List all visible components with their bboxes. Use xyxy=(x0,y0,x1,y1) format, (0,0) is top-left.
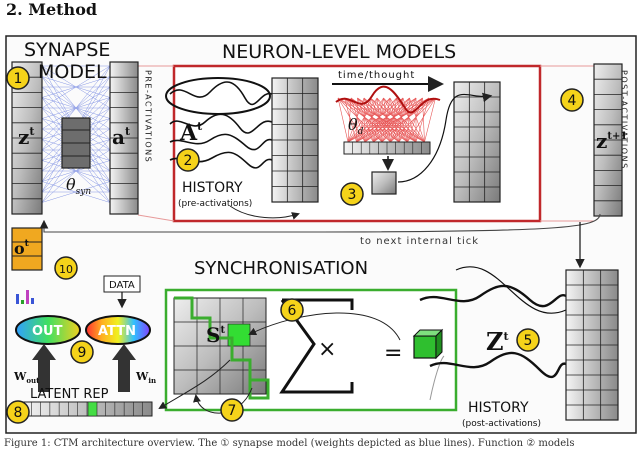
latent-rep-label: LATENT REP xyxy=(30,387,109,402)
w-out-arrow xyxy=(32,344,56,392)
step-number: 6 xyxy=(288,303,297,319)
step-badge-3: 3 xyxy=(340,182,364,206)
step-number: 8 xyxy=(14,405,23,421)
step-number: 4 xyxy=(568,93,577,109)
o-t-column xyxy=(11,227,43,271)
sync-output-cube xyxy=(413,335,437,359)
data-label: DATA xyxy=(109,280,135,291)
step-number: 10 xyxy=(59,263,73,276)
bar-chart-icon xyxy=(16,290,34,304)
selected-history-ellipse xyxy=(165,77,271,115)
step-badge-6: 6 xyxy=(280,298,304,322)
model-title: MODEL xyxy=(38,61,107,83)
post-history-tall-grid xyxy=(565,269,619,421)
synapse-title: SYNAPSE xyxy=(24,39,110,61)
step-number: 5 xyxy=(524,333,533,349)
step-badge-10: 10 xyxy=(54,256,78,280)
step-badge-9: 9 xyxy=(70,340,94,364)
attn-label: ATTN xyxy=(98,324,136,339)
sync-title: SYNCHRONISATION xyxy=(194,258,368,279)
post-history-grid xyxy=(453,81,501,203)
time-thought-label: time/thought xyxy=(338,70,415,81)
figure-caption: Figure 1: CTM architecture overview. The… xyxy=(4,438,575,449)
sync-matrix xyxy=(173,296,270,400)
next-tick-label: to next internal tick xyxy=(360,236,479,247)
neuron-mlp xyxy=(337,97,436,143)
sum-symbol xyxy=(279,298,354,394)
out-ellipse xyxy=(15,315,81,345)
history-pre-label: (pre-activations) xyxy=(178,199,252,209)
svg-text:×: × xyxy=(318,337,336,362)
latent-rep-bar xyxy=(21,401,153,417)
section-heading: 2. Method xyxy=(6,0,98,19)
history-post-title: HISTORY xyxy=(468,400,529,416)
z-t1-column xyxy=(593,63,623,217)
step-badge-1: 1 xyxy=(6,66,30,90)
step-number: 7 xyxy=(228,403,237,419)
step-badge-2: 2 xyxy=(176,148,200,172)
step-badge-8: 8 xyxy=(6,400,30,424)
step-number: 2 xyxy=(184,153,193,169)
svg-text:=: = xyxy=(384,341,402,366)
step-badge-5: 5 xyxy=(516,328,540,352)
w-in-arrow xyxy=(112,344,136,392)
attn-ellipse xyxy=(85,315,151,345)
history-label: HISTORY xyxy=(182,180,243,196)
neuron-output-cube xyxy=(371,171,397,195)
post-activations-label: POST-ACTIVATIONS xyxy=(620,70,629,170)
out-label: OUT xyxy=(32,324,63,339)
step-number: 9 xyxy=(78,345,87,361)
step-badge-4: 4 xyxy=(560,88,584,112)
neuron-level-title: NEURON-LEVEL MODELS xyxy=(222,41,456,63)
a-t-column xyxy=(109,61,139,215)
pre-activations-label: PRE-ACTIVATIONS xyxy=(144,70,153,163)
step-badge-7: 7 xyxy=(220,398,244,422)
step-number: 1 xyxy=(14,71,23,87)
step-number: 3 xyxy=(348,187,357,203)
history-post-label: (post-activations) xyxy=(462,419,541,429)
pre-history-grid xyxy=(271,77,319,203)
